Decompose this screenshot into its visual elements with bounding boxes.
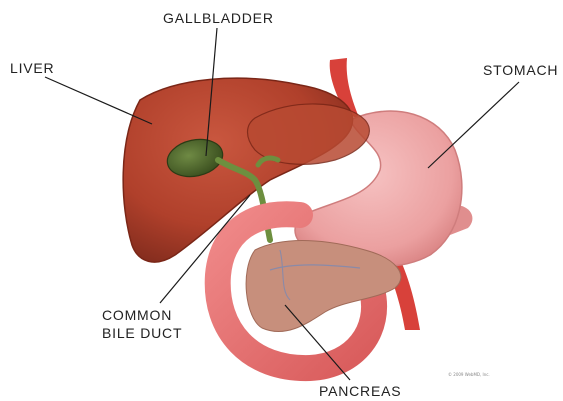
common-bile-duct-label-line2: BILE DUCT — [102, 324, 182, 342]
common-bile-duct-label-line1: COMMON — [102, 306, 182, 324]
common-bile-duct-label: COMMON BILE DUCT — [102, 306, 182, 342]
copyright-text: © 2009 WebMD, Inc. — [448, 372, 490, 377]
liver-label: LIVER — [10, 59, 54, 77]
pancreas-label: PANCREAS — [319, 382, 401, 400]
stomach-leader — [428, 82, 519, 168]
stomach-label: STOMACH — [483, 61, 558, 79]
liver-leader — [45, 77, 152, 124]
gallbladder-label: GALLBLADDER — [163, 9, 274, 27]
